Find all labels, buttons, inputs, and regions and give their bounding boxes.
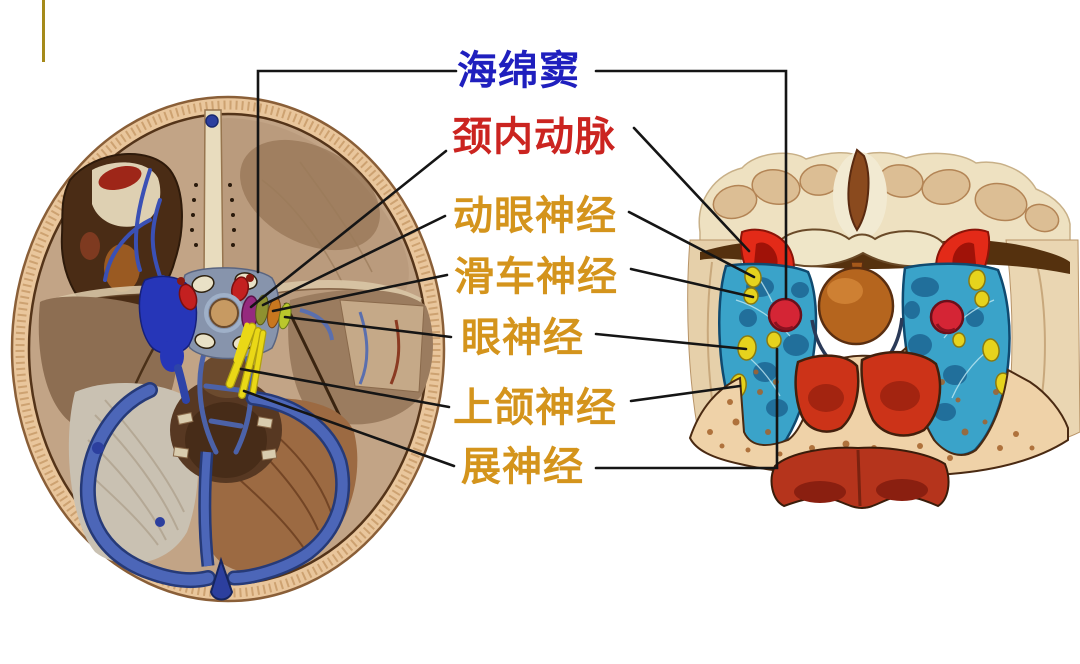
posterior-fossa — [68, 347, 358, 601]
carotid-left — [178, 283, 198, 311]
label-ophthalmic-nerve: 眼神经 — [461, 316, 584, 360]
label-internal-carotid-artery: 颈内动脉 — [452, 115, 616, 159]
abducens-dot-right — [952, 332, 966, 348]
sphenoid-bone — [688, 346, 1069, 478]
coronal-section-figure — [687, 148, 1080, 510]
ophthalmic-veins — [103, 168, 164, 284]
leader-cavernous-sinus-left — [256, 69, 458, 274]
carotid-cross-section-right — [929, 299, 965, 335]
foramen-caecum-vein — [205, 114, 219, 128]
carotid-cross-section-left — [767, 297, 803, 333]
label-trochlear-nerve: 滑车神经 — [454, 255, 618, 299]
petrous-ridge-right — [283, 302, 347, 428]
leader-oculomotor-right — [627, 210, 756, 279]
label-abducens-nerve: 展神经 — [461, 445, 584, 489]
leader-maxillary-left — [239, 367, 451, 409]
skull-base-figure — [10, 95, 446, 603]
leader-carotid-left — [249, 149, 448, 309]
title-cavernous-sinus: 海绵窦 — [457, 49, 580, 93]
leader-cavernous-sinus-right — [594, 69, 788, 300]
trigeminal-fan — [225, 322, 267, 399]
leader-ophthalmic-left — [283, 315, 453, 339]
leader-trochlear-right — [629, 267, 755, 299]
ophthalmic-dot-right — [982, 338, 1000, 362]
leader-ophthalmic-right — [594, 332, 748, 351]
midline-third-ventricle — [847, 148, 870, 232]
crista-galli — [190, 109, 236, 283]
leader-trochlear-left — [271, 273, 449, 313]
label-oculomotor-nerve: 动眼神经 — [453, 194, 617, 238]
transverse-sigmoid-sinuses — [79, 382, 351, 601]
pituitary-gland — [810, 261, 904, 376]
accent-bar — [42, 0, 45, 62]
sinus-confluence — [209, 556, 234, 601]
dura-flap — [339, 299, 425, 393]
leader-oculomotor-left — [261, 214, 447, 307]
leader-abducens-left — [242, 389, 456, 468]
abducens-dot-left — [766, 331, 782, 349]
trochlear-dot-right — [974, 290, 990, 308]
pituitary-axial — [209, 298, 239, 328]
oculomotor-dot-right — [968, 269, 986, 291]
label-maxillary-nerve: 上颌神经 — [453, 386, 617, 430]
leader-abducens-right — [594, 347, 779, 470]
nasal-cavity — [770, 446, 950, 510]
leader-carotid-right — [632, 126, 751, 253]
leader-maxillary-right — [629, 384, 742, 403]
